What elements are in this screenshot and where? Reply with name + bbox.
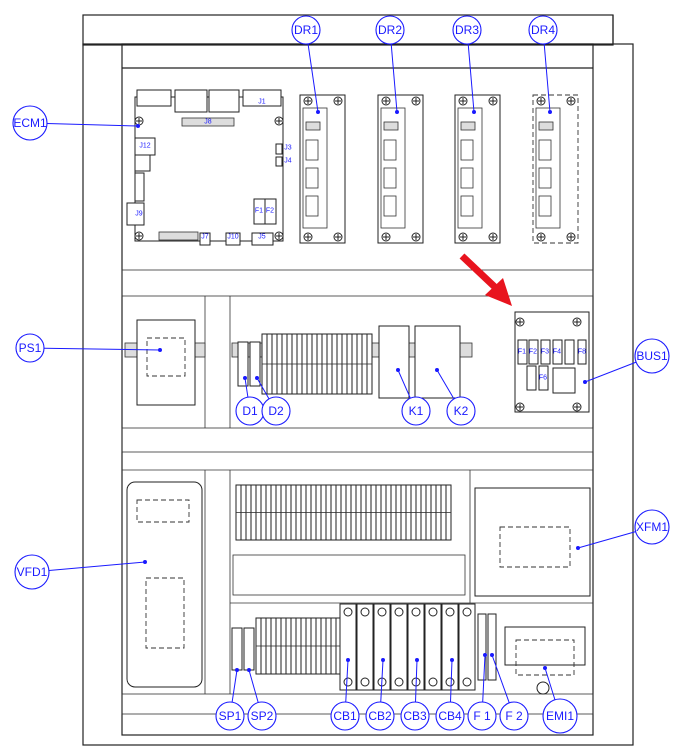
callout-label: DR4 — [531, 23, 555, 37]
bus-f2-label: F2 — [529, 349, 537, 356]
circuit-breakers — [339, 603, 476, 691]
breaker-pole — [373, 603, 391, 691]
mounting-plate — [121, 43, 594, 736]
breaker-pole — [356, 603, 374, 691]
ecm-f1-label: F1 — [255, 208, 263, 215]
ps1-power-supply — [136, 319, 196, 406]
ecm-j1-label: J1 — [258, 99, 266, 106]
ecm-j7-label: J7 — [201, 234, 209, 241]
callout-label: ECM1 — [13, 116, 47, 130]
callout-emi1[interactable]: EMI1 — [542, 666, 578, 734]
ecm-j5-label: J5 — [258, 234, 266, 241]
callout-f1[interactable]: F 1 — [467, 653, 497, 731]
k2-contactor — [414, 325, 461, 399]
bus-f8-label: F8 — [578, 349, 586, 356]
callout-dr3[interactable]: DR3 — [452, 15, 482, 114]
callout-k1[interactable]: K1 — [396, 368, 431, 426]
callout-cb1[interactable]: CB1 — [330, 658, 360, 731]
callout-sp2[interactable]: SP2 — [247, 668, 277, 731]
callout-label: SP2 — [251, 709, 274, 723]
callout-label: PS1 — [19, 341, 42, 355]
callout-label: CB3 — [403, 709, 427, 723]
callout-label: DR2 — [378, 23, 402, 37]
terminal-block-row-3 — [255, 617, 342, 675]
drive-dr1 — [299, 94, 346, 244]
bus-f1-label: F1 — [518, 349, 526, 356]
callout-label: F 2 — [505, 709, 523, 723]
callout-vfd1[interactable]: VFD1 — [14, 554, 147, 590]
callout-f2[interactable]: F 2 — [490, 653, 529, 731]
callout-cb2[interactable]: CB2 — [365, 658, 395, 731]
callout-sp1[interactable]: SP1 — [215, 668, 245, 731]
callout-k2[interactable]: K2 — [435, 368, 476, 426]
callout-label: EMI1 — [546, 709, 574, 723]
terminal-block-row-1 — [261, 333, 373, 395]
f1-fuse — [477, 613, 487, 681]
callout-label: CB1 — [333, 709, 357, 723]
d2-diode — [249, 341, 261, 387]
emi1-filter — [504, 626, 586, 695]
callout-label: K2 — [454, 404, 469, 418]
callout-label: DR1 — [294, 23, 318, 37]
drive-dr4 — [532, 94, 579, 244]
sp1-surge — [231, 627, 243, 671]
drive-dr3 — [454, 94, 501, 244]
ecm1-board: J1 J8 J12 J9 F1 F2 J3 J4 J7 J10 J5 — [126, 89, 292, 246]
servo-drives — [299, 94, 579, 244]
callout-label: D2 — [268, 404, 284, 418]
callout-dr2[interactable]: DR2 — [375, 15, 405, 114]
callout-label: K1 — [409, 404, 424, 418]
callout-label: SP1 — [219, 709, 242, 723]
bus-f3-label: F3 — [541, 349, 549, 356]
ecm-j8-label: J8 — [204, 119, 212, 126]
ecm-f2-label: F2 — [266, 208, 274, 215]
bus-f6-label: F6 — [539, 375, 547, 382]
d1-diode — [237, 341, 249, 387]
k1-relay — [378, 325, 410, 399]
f2-fuse — [487, 613, 497, 681]
ecm-j3-label: J3 — [284, 145, 292, 152]
callout-dr1[interactable]: DR1 — [291, 15, 321, 114]
bus-f4-label: F4 — [553, 349, 561, 356]
wireway-1 — [121, 269, 594, 297]
callout-label: XFM1 — [636, 520, 668, 534]
drive-dr2 — [377, 94, 424, 244]
sp2-surge — [243, 627, 255, 671]
callout-label: CB4 — [438, 709, 462, 723]
callout-ecm1[interactable]: ECM1 — [12, 105, 140, 141]
callout-cb4[interactable]: CB4 — [435, 658, 465, 731]
callout-d2[interactable]: D2 — [255, 376, 291, 426]
terminal-block-row-2 — [235, 484, 452, 541]
breaker-pole — [441, 603, 459, 691]
callout-label: BUS1 — [636, 349, 668, 363]
callout-dr4[interactable]: DR4 — [528, 15, 558, 114]
callout-label: F 1 — [473, 709, 491, 723]
callout-label: VFD1 — [17, 565, 48, 579]
callout-ps1[interactable]: PS1 — [15, 333, 162, 363]
breaker-pole — [458, 603, 476, 691]
breaker-pole — [390, 603, 408, 691]
wireway-2 — [121, 427, 594, 453]
ecm-j10-label: J10 — [227, 234, 238, 241]
breaker-pole — [339, 603, 357, 691]
xfm1-transformer — [474, 487, 591, 597]
ecm-j9-label: J9 — [135, 211, 143, 218]
vfd1-drive — [126, 481, 203, 688]
callout-bus1[interactable]: BUS1 — [583, 338, 670, 384]
callout-label: CB2 — [368, 709, 392, 723]
breaker-pole — [424, 603, 442, 691]
callout-label: D1 — [242, 404, 258, 418]
callout-label: DR3 — [455, 23, 479, 37]
callout-xfm1[interactable]: XFM1 — [576, 509, 670, 550]
callout-d1[interactable]: D1 — [235, 376, 265, 426]
attention-arrow — [459, 253, 512, 306]
ecm-j4-label: J4 — [284, 158, 292, 165]
ecm-j12-label: J12 — [139, 143, 150, 150]
callout-cb3[interactable]: CB3 — [400, 658, 430, 731]
bus1-fuse-board: F1 F2 F3 F4 F8 F6 — [514, 311, 590, 413]
